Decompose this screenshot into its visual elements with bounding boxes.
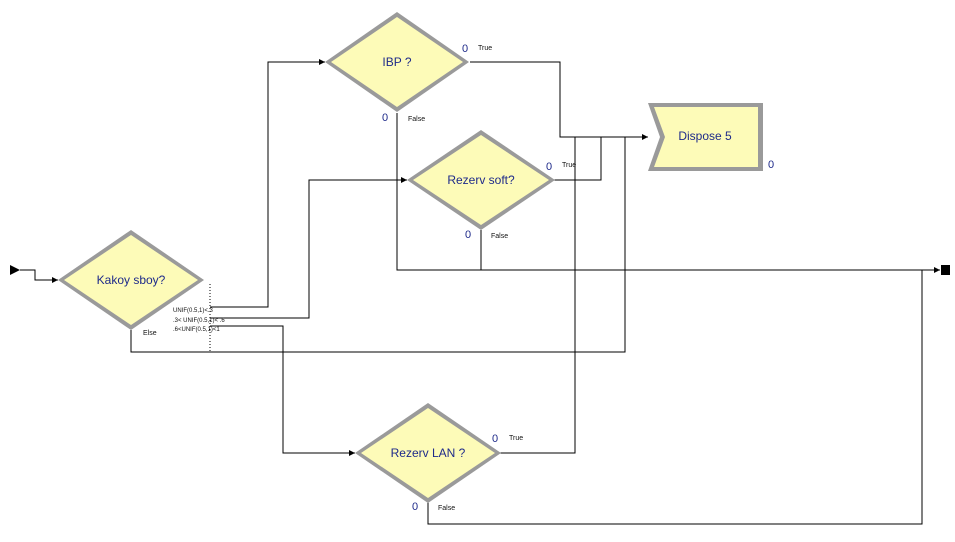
connector-kakoy-to-rezerv-soft[interactable] [210, 177, 407, 319]
decide-ibp[interactable]: IBP ? [325, 12, 469, 112]
dispose-5[interactable]: Dispose 5 [648, 103, 763, 171]
ibp-label: IBP ? [382, 55, 411, 69]
rezerv-soft-label: Rezerv soft? [447, 173, 515, 187]
entry-connector[interactable] [20, 269, 58, 283]
connectors [20, 59, 940, 525]
connector-lan-false[interactable] [427, 270, 923, 525]
dispose-count: 0 [768, 159, 774, 171]
rezerv-soft-false-count: 0 [465, 229, 471, 241]
rezerv-lan-false-label: False [438, 505, 455, 512]
ibp-false-count: 0 [382, 112, 388, 124]
condition-2: .3< UNIF(0.5,1)< .6 [173, 318, 225, 324]
ibp-true-count: 0 [462, 43, 468, 55]
connector-kakoy-to-rezerv-lan[interactable] [210, 325, 355, 456]
dispose-label: Dispose 5 [678, 129, 732, 143]
condition-3: .6<UNIF(0.5,1)<1 [173, 327, 220, 333]
connector-soft-true-to-dispose[interactable] [553, 137, 602, 181]
connector-ibp-true-to-dispose[interactable] [470, 61, 648, 140]
ibp-true-label: True [478, 45, 492, 52]
connector-kakoy-to-ibp[interactable] [210, 59, 325, 308]
connector-lan-true-to-dispose[interactable] [500, 137, 576, 454]
ibp-false-label: False [408, 116, 425, 123]
condition-1: UNIF(0.5,1)<.3 [173, 308, 214, 314]
entry-point[interactable] [10, 265, 20, 275]
decide-rezerv-soft[interactable]: Rezerv soft? [407, 130, 555, 230]
rezerv-soft-true-label: True [562, 162, 576, 169]
rezerv-lan-true-count: 0 [492, 433, 498, 445]
kakoy-sboy-label: Kakoy sboy? [97, 273, 166, 287]
kakoy-else-label: Else [143, 330, 157, 337]
decide-kakoy-sboy[interactable]: Kakoy sboy? [58, 230, 204, 330]
exit-point[interactable] [941, 265, 950, 275]
rezerv-soft-false-label: False [491, 233, 508, 240]
connector-ibp-false[interactable] [396, 113, 940, 273]
connector-kakoy-else-to-dispose[interactable] [130, 137, 626, 353]
rezerv-lan-false-count: 0 [412, 501, 418, 513]
rezerv-lan-true-label: True [509, 435, 523, 442]
decide-rezerv-lan[interactable]: Rezerv LAN ? [355, 403, 501, 503]
rezerv-lan-label: Rezerv LAN ? [391, 446, 466, 460]
rezerv-soft-true-count: 0 [546, 161, 552, 173]
